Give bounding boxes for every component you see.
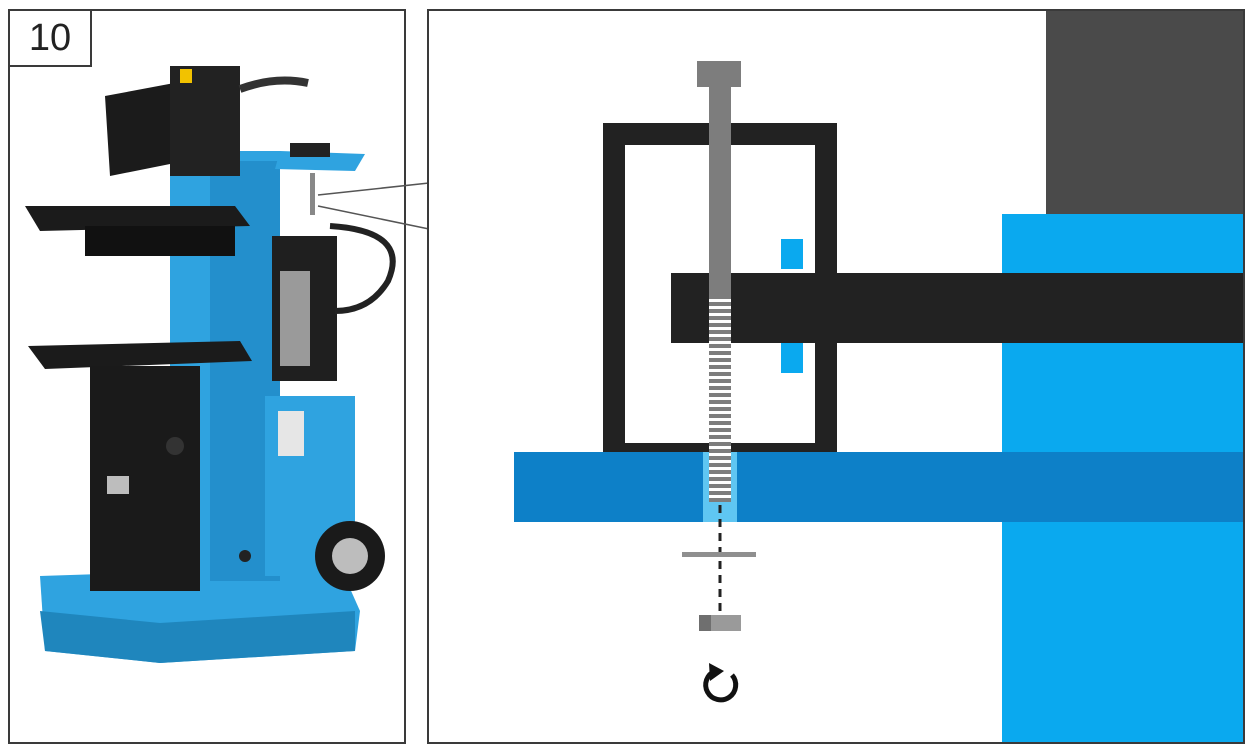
adjustment-bolt [310, 173, 315, 215]
thread-stripe [709, 299, 731, 302]
machine-base-front [40, 611, 355, 663]
bottom-knob [239, 550, 251, 562]
lower-table [28, 341, 252, 369]
control-switch-panel [278, 411, 304, 456]
rotate-clockwise-icon [703, 663, 739, 703]
horizontal-bar [671, 273, 1243, 343]
pedestal-label [107, 476, 129, 494]
thread-stripe [709, 327, 731, 330]
hydraulic-hose [329, 223, 396, 314]
pedestal [90, 366, 200, 591]
side-knob [166, 437, 184, 455]
thread-stripe [709, 383, 731, 386]
step-number-box: 10 [10, 11, 92, 67]
thread-stripe [709, 376, 731, 379]
bolt-adjustment-detail [514, 11, 1243, 742]
thread-stripe [709, 341, 731, 344]
upper-table [25, 206, 250, 231]
thread-stripe [709, 348, 731, 351]
blue-bracket [514, 452, 1243, 522]
machine-overview-panel: 10 [8, 9, 406, 744]
thread-stripe [709, 446, 731, 449]
thread-stripe [709, 397, 731, 400]
dark-post [1046, 11, 1243, 216]
thread-stripe [709, 369, 731, 372]
motor-label [280, 271, 310, 366]
blue-tab-upper [781, 239, 803, 269]
thread-stripe [709, 418, 731, 421]
bolt-head [697, 61, 741, 87]
thread-stripe [709, 362, 731, 365]
thread-stripe [709, 404, 731, 407]
top-lever [238, 76, 309, 93]
thread-stripe [709, 355, 731, 358]
thread-stripe [709, 474, 731, 477]
nut-shade [699, 615, 711, 631]
top-handle-plate [105, 81, 185, 176]
top-head [170, 66, 240, 176]
blue-tab-lower [781, 343, 803, 373]
thread-stripe [709, 495, 731, 498]
thread-stripe [709, 320, 731, 323]
thread-stripe [709, 488, 731, 491]
thread-stripe [709, 481, 731, 484]
upper-table-support [85, 226, 235, 256]
thread-stripe [709, 453, 731, 456]
step-number: 10 [28, 16, 72, 59]
wheel-hub [332, 538, 368, 574]
thread-stripe [709, 467, 731, 470]
thread-stripe [709, 306, 731, 309]
thread-stripe [709, 411, 731, 414]
warning-label [180, 69, 192, 83]
detail-panel [427, 9, 1245, 744]
thread-stripe [709, 432, 731, 435]
bolt-thread [709, 299, 731, 498]
washer [682, 552, 756, 557]
thread-stripe [709, 390, 731, 393]
thread-stripe [709, 334, 731, 337]
thread-stripe [709, 313, 731, 316]
control-plate-cover [290, 143, 330, 157]
thread-stripe [709, 425, 731, 428]
log-splitter-illustration [25, 66, 396, 663]
thread-stripe [709, 460, 731, 463]
thread-stripe [709, 439, 731, 442]
